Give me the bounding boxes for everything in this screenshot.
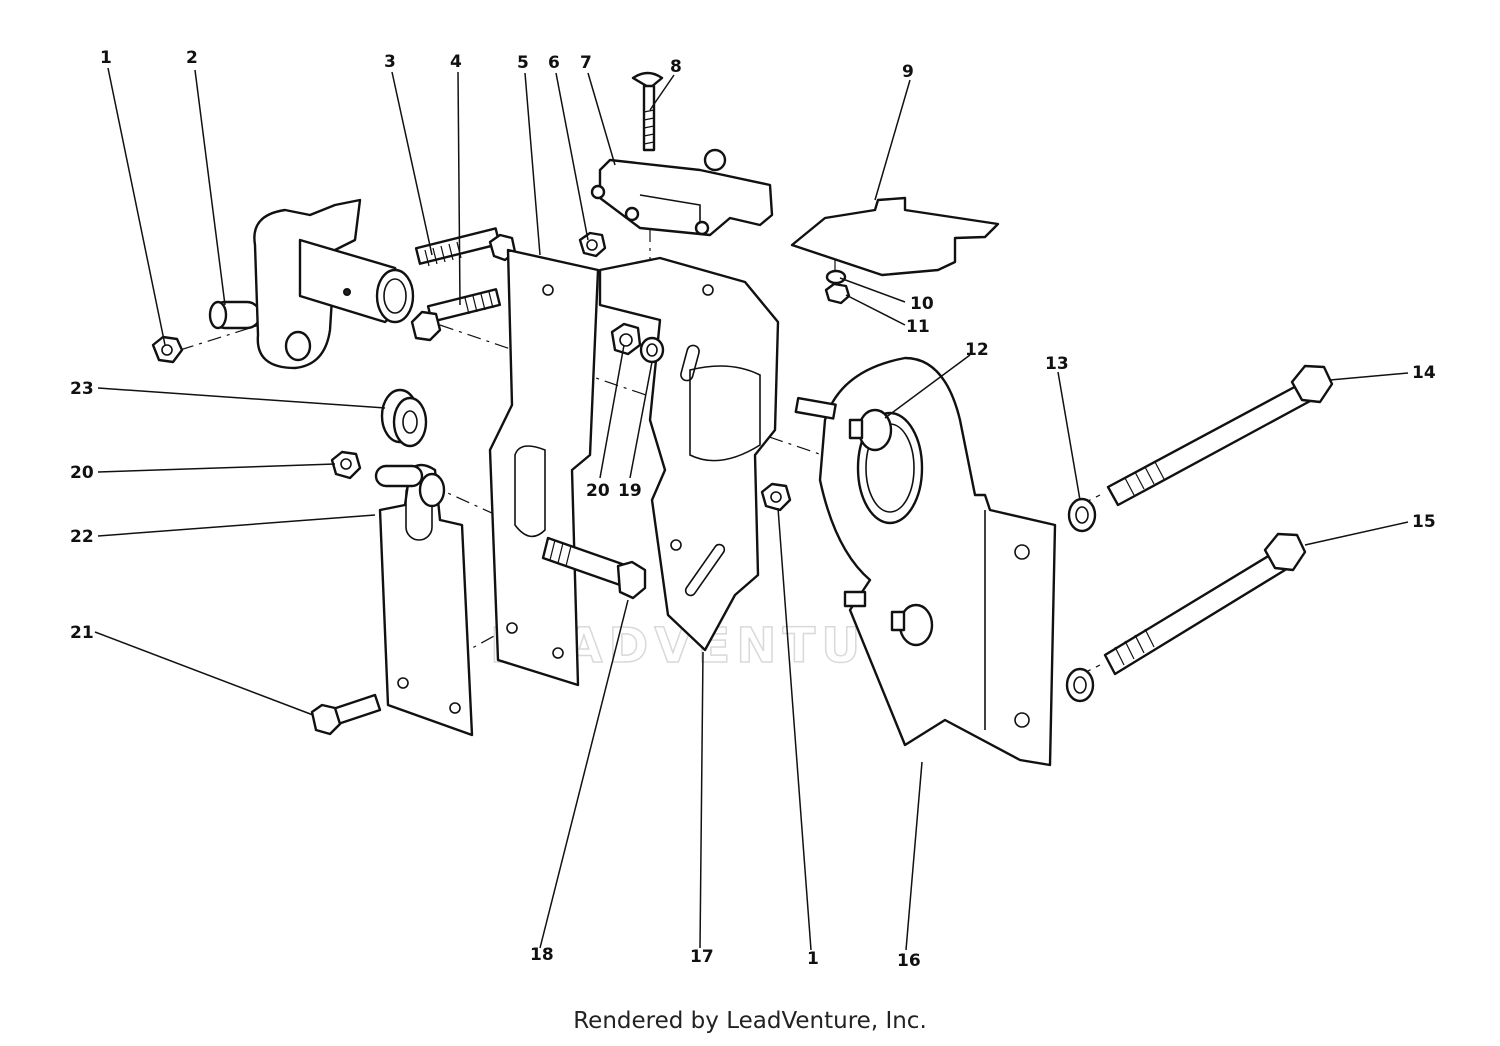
exploded-parts-diagram: LEADVENTURE <box>70 48 1436 971</box>
part-5-plate <box>488 248 600 687</box>
callout-18: 18 <box>530 945 554 965</box>
leader-lines <box>94 67 1409 951</box>
callout-11: 11 <box>906 317 930 337</box>
callout-23: 23 <box>70 379 94 399</box>
part-10-washer <box>825 269 847 285</box>
callout-7: 7 <box>580 53 592 73</box>
part-20-nut-left <box>330 450 362 480</box>
stud-upper <box>794 396 837 420</box>
callout-8: 8 <box>670 57 682 77</box>
part-2-pivot-pin <box>208 300 262 330</box>
stud-lower <box>843 590 867 608</box>
callout-2: 2 <box>186 48 198 68</box>
part-18-bolt <box>541 536 647 600</box>
callout-14: 14 <box>1412 363 1436 383</box>
part-20-nut-upper <box>610 322 642 356</box>
part-15-long-bolt <box>1103 532 1307 676</box>
footer-credit: Rendered by LeadVenture, Inc. <box>573 1008 927 1034</box>
callout-13: 13 <box>1045 354 1069 374</box>
callout-20-left: 20 <box>70 463 94 483</box>
callout-9: 9 <box>902 62 914 82</box>
callout-6: 6 <box>548 53 560 73</box>
callout-21: 21 <box>70 623 94 643</box>
part-7-switch <box>590 148 774 237</box>
callout-22: 22 <box>70 527 94 547</box>
part-12-carriage-bolt <box>848 408 893 452</box>
callout-19: 19 <box>618 481 642 501</box>
part-1-nut <box>151 335 184 364</box>
part-8-screw <box>631 71 664 152</box>
part-22-plate <box>374 463 474 737</box>
callout-17: 17 <box>690 947 714 967</box>
part-11-nut <box>824 282 851 305</box>
callout-4: 4 <box>450 52 462 72</box>
part-19-washer <box>639 336 665 364</box>
part-12-carriage-bolt-lower <box>890 603 934 647</box>
callout-10: 10 <box>910 294 934 314</box>
callout-5: 5 <box>517 53 529 73</box>
part-23-bearing <box>380 388 428 448</box>
callout-15: 15 <box>1412 512 1436 532</box>
callout-1-center: 1 <box>807 949 819 969</box>
part-4-bolt <box>410 288 502 342</box>
part-1-nut-center <box>760 482 792 512</box>
part-17-main-bracket <box>598 256 780 652</box>
part-14-long-bolt <box>1106 364 1334 507</box>
part-6-nut <box>578 231 607 258</box>
pivot-bracket <box>253 198 415 370</box>
callout-20-upper: 20 <box>586 481 610 501</box>
callout-16: 16 <box>897 951 921 971</box>
callouts: 1 2 3 4 5 6 7 8 9 10 11 12 13 14 15 16 1… <box>70 48 1436 971</box>
callout-1: 1 <box>100 48 112 68</box>
part-13-washer-lower <box>1065 667 1095 703</box>
callout-12: 12 <box>965 340 989 360</box>
part-9-plate <box>790 196 1000 277</box>
callout-3: 3 <box>384 52 396 72</box>
part-13-washer <box>1067 497 1097 533</box>
part-21-bolt <box>310 693 382 736</box>
